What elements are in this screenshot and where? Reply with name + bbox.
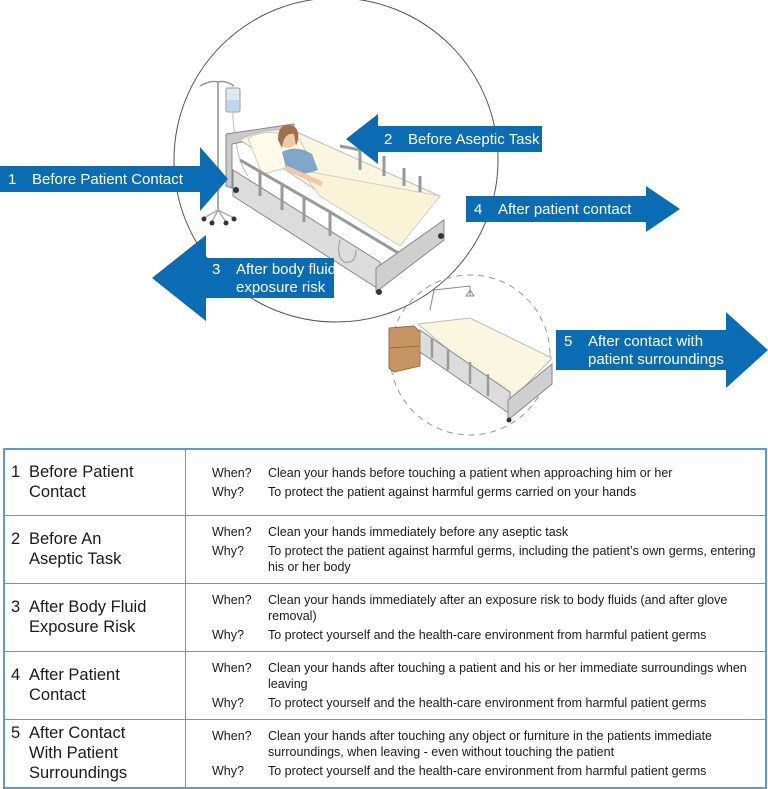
patient-icon <box>278 124 324 187</box>
arrow-shape <box>346 114 542 164</box>
moment-number: 1 <box>11 463 21 482</box>
iv-stand-icon <box>199 80 249 226</box>
moment-detail-cell: When? Clean your hands before touching a … <box>185 448 766 515</box>
why-label: Why? <box>212 484 244 499</box>
why-text: To protect the patient against harmful g… <box>268 484 637 499</box>
when-label: When? <box>212 592 252 607</box>
moment-number: 5 <box>11 724 21 742</box>
arrow-label-after-contact-with: After contact with <box>588 333 703 350</box>
arrow-label-patient-surroundings: patient surroundings <box>588 351 724 368</box>
moment-detail-cell: When? Clean your hands after touching any… <box>185 718 766 788</box>
arrow-moment-4: 4 After patient contact <box>466 186 680 232</box>
arrow-label-after-patient-contact: After patient contact <box>498 201 632 218</box>
why-entry: Why? To protect the patient against harmf… <box>212 484 765 500</box>
moment-number: 2 <box>11 530 21 548</box>
when-entry: When? Clean your hands immediately before… <box>212 524 765 540</box>
why-label: Why? <box>212 763 244 778</box>
moment-number: 4 <box>11 666 21 684</box>
why-entry: Why? To protect yourself and the health-c… <box>212 695 765 711</box>
why-entry: Why? To protect yourself and the health-c… <box>212 763 765 779</box>
why-text: To protect yourself and the health-care … <box>268 627 707 642</box>
arrow-label-before-aseptic-task: Before Aseptic Task <box>408 131 540 148</box>
arrow-number: 3 <box>212 261 220 278</box>
when-text: Clean your hands before touching a patie… <box>268 465 673 480</box>
when-entry: When? Clean your hands after touching a p… <box>212 660 765 692</box>
why-label: Why? <box>212 695 244 710</box>
arrow-moment-1: 1 Before Patient Contact <box>0 147 228 211</box>
when-entry: When? Clean your hands immediately after … <box>212 592 765 624</box>
when-entry: When? Clean your hands after touching any… <box>212 728 765 760</box>
when-label: When? <box>212 524 252 539</box>
arrow-number: 4 <box>474 201 482 218</box>
moment-number: 3 <box>11 598 21 616</box>
arrow-shape <box>152 235 334 321</box>
when-label: When? <box>212 465 252 480</box>
arrow-label-before-patient-contact: Before Patient Contact <box>32 171 184 188</box>
when-text: Clean your hands after touching a patien… <box>268 660 747 691</box>
small-hospital-bed-icon <box>416 285 553 423</box>
bedside-table-icon <box>388 325 421 373</box>
why-entry: Why? To protect yourself and the health-c… <box>212 627 765 643</box>
why-text: To protect yourself and the health-care … <box>268 763 707 778</box>
moment-detail-cell: When? Clean your hands immediately after … <box>185 582 766 651</box>
why-label: Why? <box>212 627 244 642</box>
five-moments-illustration: 1 Before Patient Contact 2 Before Aseptic T… <box>0 0 768 436</box>
arrow-number: 1 <box>8 171 16 188</box>
patient-zone-circle <box>173 0 499 323</box>
when-text: Clean your hands after touching any obje… <box>268 728 713 759</box>
arrow-number: 2 <box>384 131 392 148</box>
when-label: When? <box>212 728 252 743</box>
arrow-shape <box>466 186 680 232</box>
arrow-moment-2: 2 Before Aseptic Task <box>346 114 542 164</box>
why-text: To protect yourself and the health-care … <box>268 695 707 710</box>
arrow-shape <box>0 147 228 211</box>
arrow-label-after-body-fluid: After body fluid <box>236 261 336 278</box>
when-entry: When? Clean your hands before touching a … <box>212 465 765 481</box>
moment-detail-cell: When? Clean your hands immediately before… <box>185 514 766 583</box>
arrow-number: 5 <box>564 333 572 350</box>
when-text: Clean your hands immediately after an ex… <box>268 592 728 623</box>
surroundings-zone-circle <box>389 274 551 436</box>
arrow-label-exposure-risk: exposure risk <box>236 279 326 296</box>
when-text: Clean your hands immediately before any … <box>268 524 569 539</box>
when-label: When? <box>212 660 252 675</box>
why-text: To protect the patient against harmful g… <box>268 543 756 574</box>
moment-detail-cell: When? Clean your hands after touching a p… <box>185 650 766 719</box>
why-entry: Why? To protect the patient against harmf… <box>212 543 765 575</box>
arrow-shape <box>556 312 768 388</box>
why-label: Why? <box>212 543 244 558</box>
